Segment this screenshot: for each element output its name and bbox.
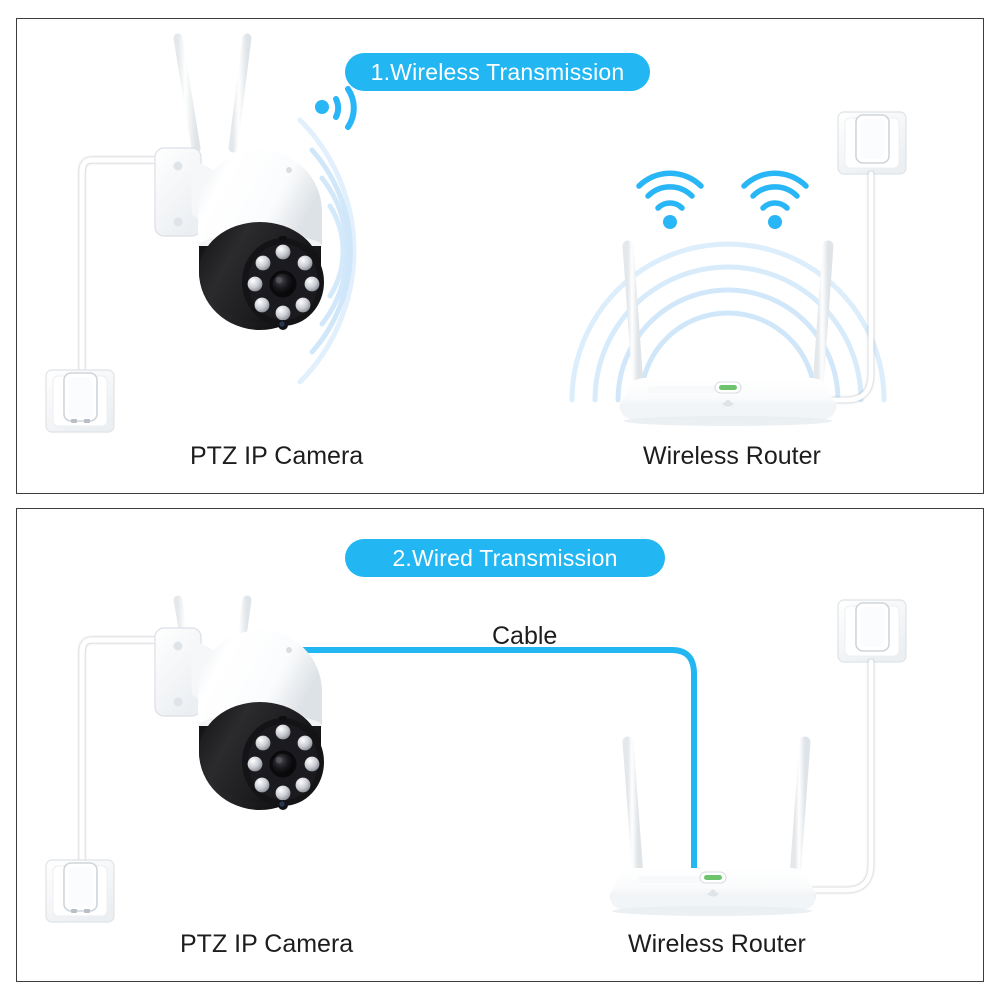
caption-router-2: Wireless Router <box>628 930 806 958</box>
caption-camera-1: PTZ IP Camera <box>190 442 364 470</box>
cable-label: Cable <box>492 622 558 650</box>
caption-router-1: Wireless Router <box>643 442 821 470</box>
badge-wired-transmission: 2.Wired Transmission <box>345 539 665 577</box>
badge-wired-label: 2.Wired Transmission <box>392 544 618 571</box>
panel-wired-transmission <box>16 508 984 982</box>
badge-wireless-transmission: 1.Wireless Transmission <box>345 53 650 91</box>
caption-camera-2: PTZ IP Camera <box>180 930 354 958</box>
badge-wireless-label: 1.Wireless Transmission <box>370 58 625 85</box>
